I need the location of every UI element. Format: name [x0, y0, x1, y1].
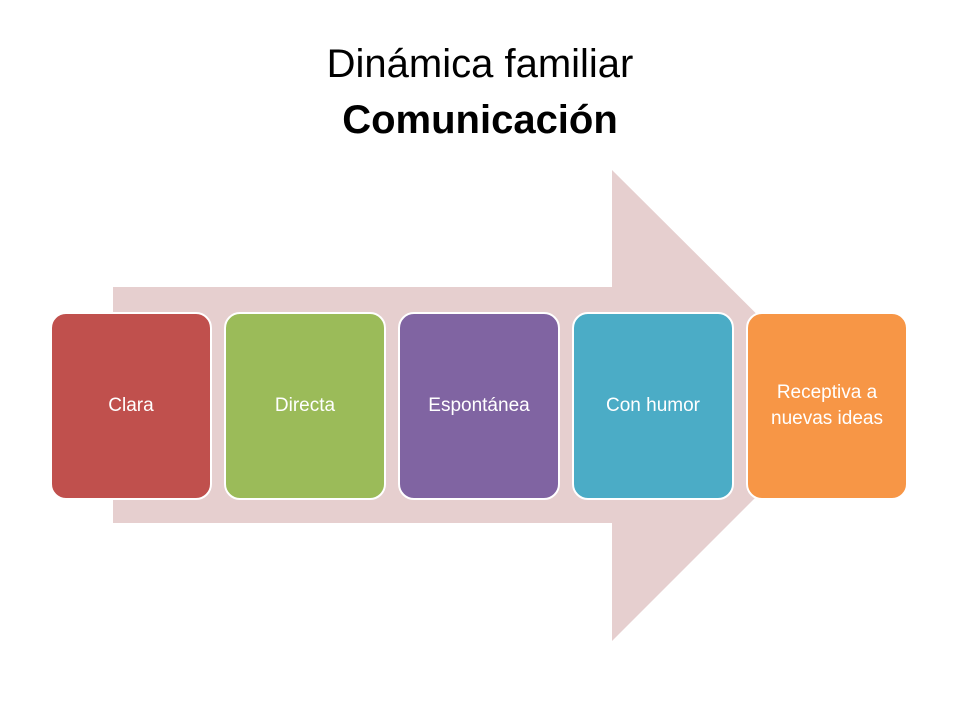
step-label: Espontánea	[428, 395, 530, 416]
slide-title: Dinámica familiar	[326, 42, 634, 86]
step-label: Clara	[108, 395, 154, 416]
step-box-espontanea: Espontánea	[398, 312, 560, 500]
step-box-directa: Directa	[224, 312, 386, 500]
step-label: Con humor	[606, 395, 700, 416]
step-box-receptiva: Receptiva a nuevas ideas	[746, 312, 908, 500]
step-label: Receptiva a nuevas ideas	[771, 382, 883, 429]
slide-subtitle: Comunicación	[342, 98, 618, 142]
slide-title-block: Dinámica familiar Comunicación	[0, 36, 960, 148]
step-box-clara: Clara	[50, 312, 212, 500]
step-label: Directa	[274, 395, 336, 416]
step-box-con-humor: Con humor	[572, 312, 734, 500]
